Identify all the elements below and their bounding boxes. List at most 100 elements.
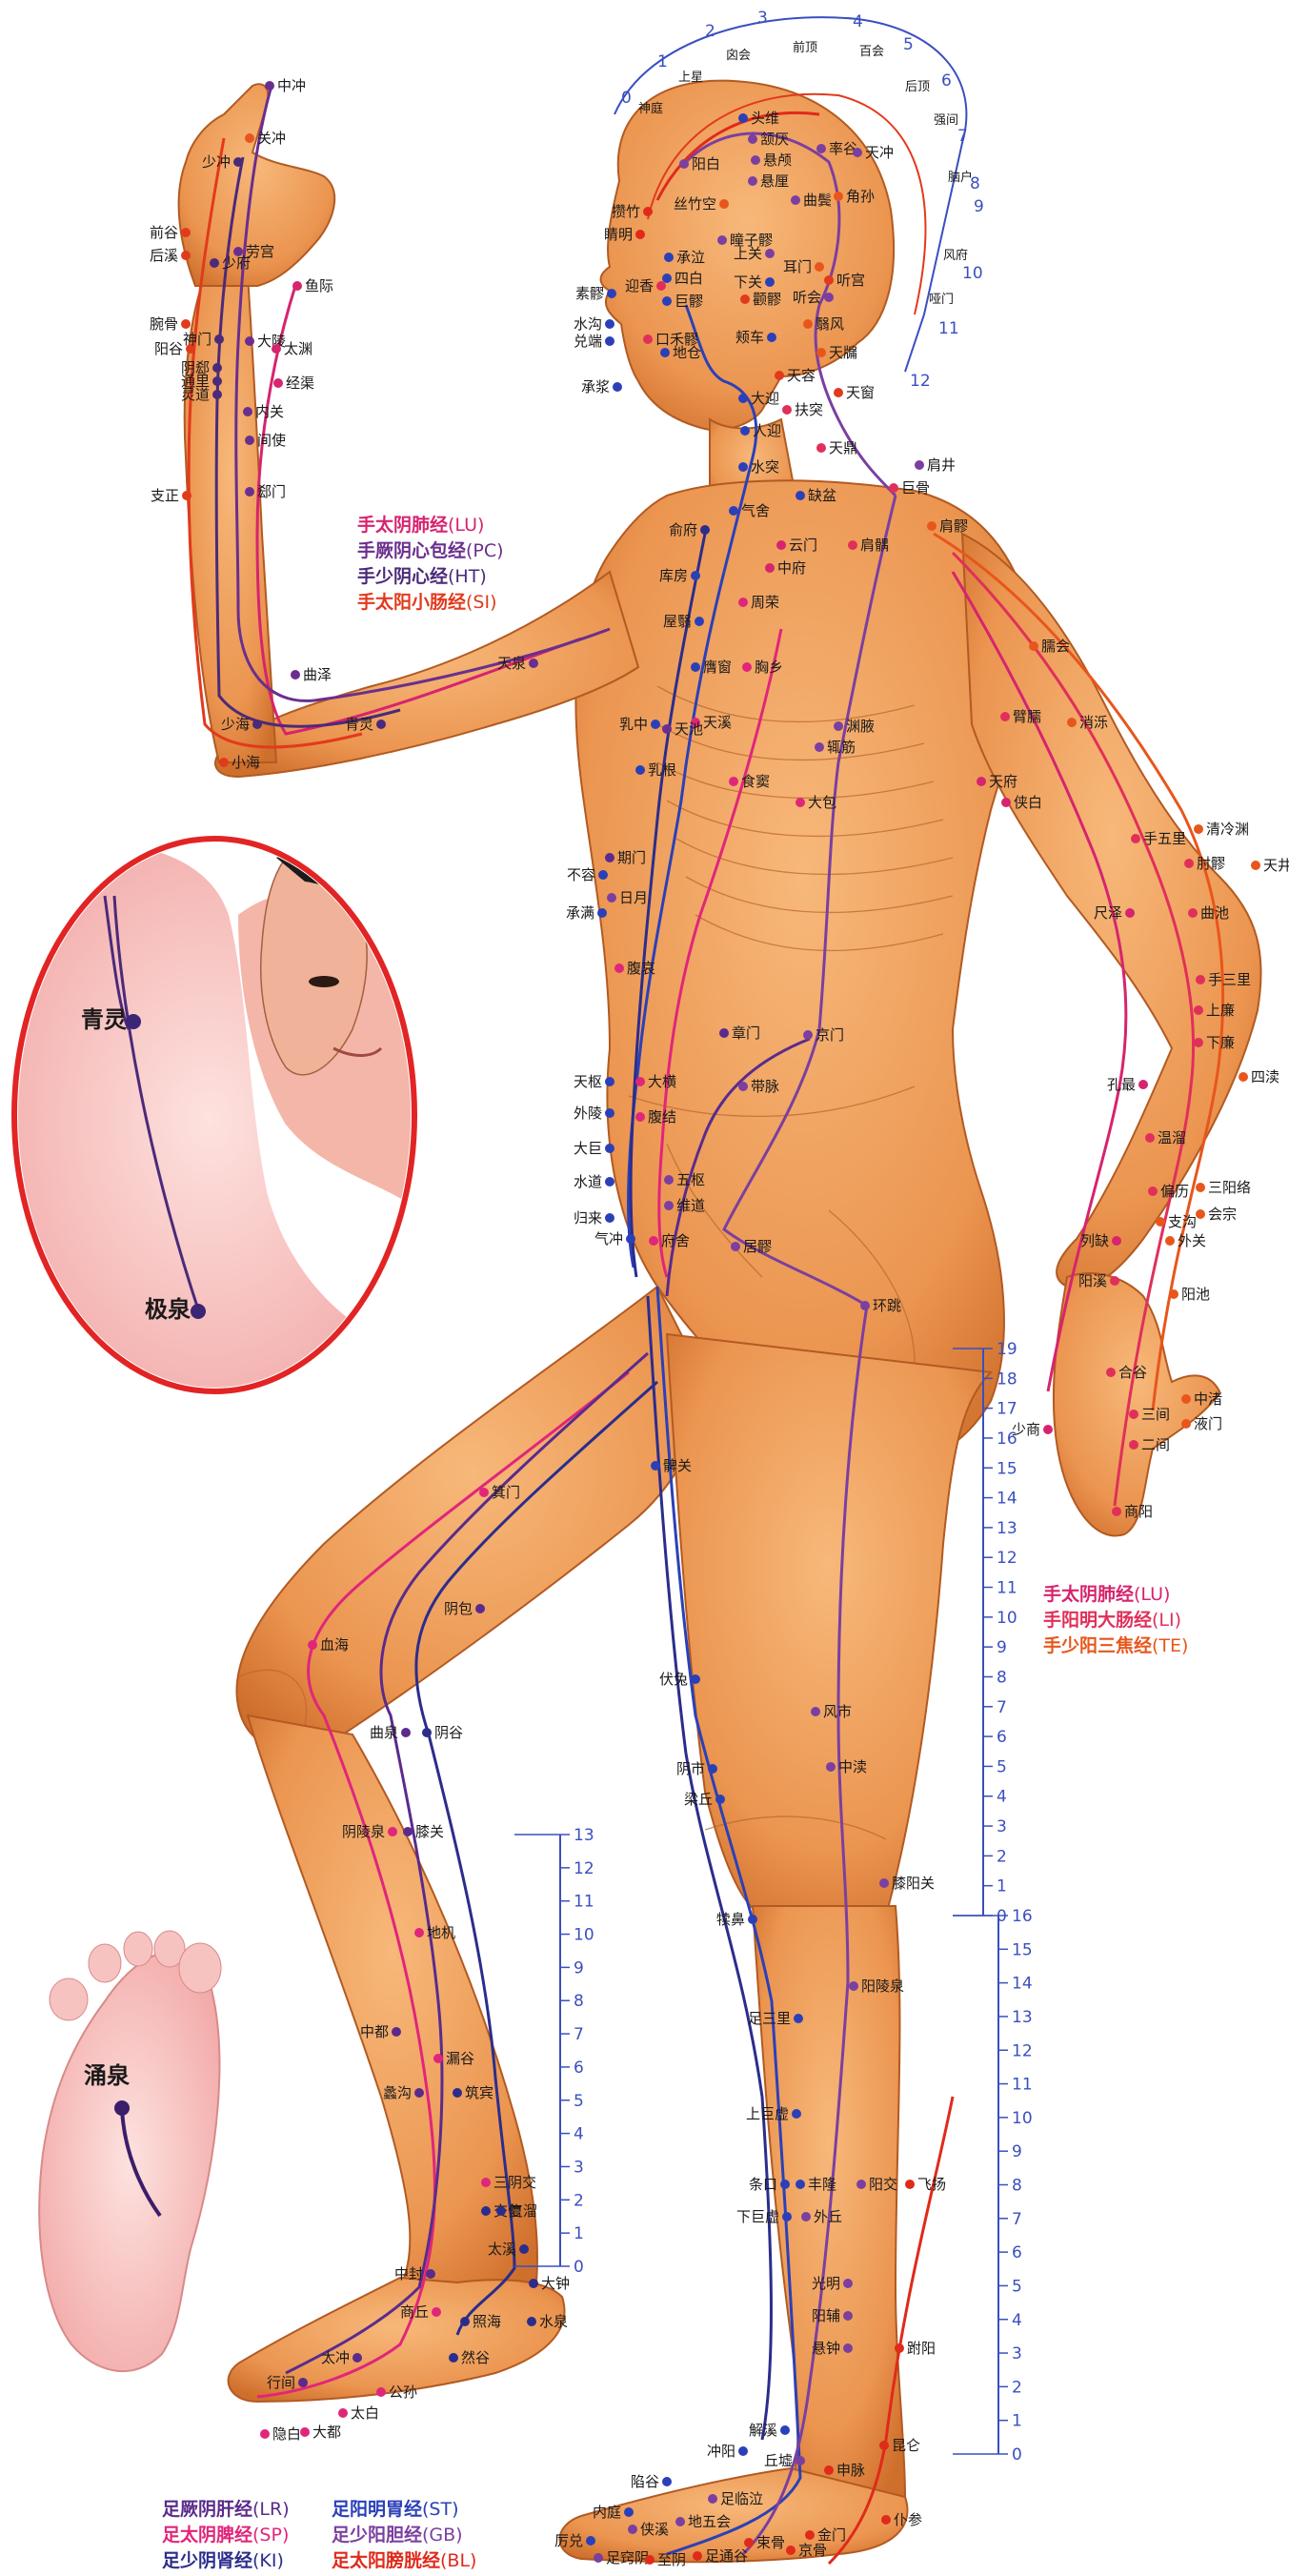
acupoint-dot	[651, 720, 660, 729]
acupoint-label: 颧髎	[753, 291, 781, 308]
acupoint-label: 肘髎	[1197, 855, 1225, 872]
acupoint-label: 陷谷	[631, 2473, 659, 2490]
acupoint-label: 犊鼻	[716, 1911, 745, 1928]
acupoint-label: 少海	[221, 716, 250, 733]
legend-meridian-abbr: (BL)	[440, 2550, 476, 2571]
head-scale-label: 神庭	[638, 101, 663, 116]
acupoint-dot	[388, 1827, 397, 1836]
acupoint-label: 悬钟	[812, 2340, 840, 2357]
acupoint-dot	[815, 262, 824, 272]
acupoint-label: 郄门	[257, 483, 286, 500]
acupoint-dot	[738, 2446, 748, 2456]
acupoint-label: 太白	[351, 2404, 379, 2422]
acupoint-dot	[915, 460, 924, 470]
acupoint-dot	[401, 1728, 411, 1737]
acupoint-label: 膺窗	[703, 659, 732, 676]
acupoint-dot	[664, 1201, 674, 1210]
acupoint-dot	[803, 319, 813, 329]
legend-meridian-name: 足太阴脾经	[162, 2525, 252, 2546]
acupoint-dot	[849, 1981, 858, 1991]
acupoint-dot	[422, 1728, 432, 1737]
acupoint-label: 束骨	[756, 2534, 785, 2551]
legend-entry: 手太阴肺经(LU)	[357, 513, 504, 538]
acupoint-label: 三阴交	[493, 2174, 536, 2191]
acupoint-dot	[607, 289, 616, 298]
acupoint: 承浆	[581, 378, 622, 396]
acupoint-dot	[879, 1878, 889, 1888]
acupoint-label: 库房	[659, 567, 688, 584]
legend-meridian-abbr: (LU)	[448, 515, 484, 536]
acupoint-label: 天窗	[846, 384, 875, 401]
acupoint-label: 神门	[183, 331, 211, 348]
scale-number: 10	[997, 1609, 1017, 1628]
acupoint-dot	[805, 2530, 815, 2540]
acupoint-label: 水泉	[539, 2313, 568, 2330]
acupoint-dot	[782, 2212, 792, 2221]
acupoint-dot	[848, 540, 857, 550]
acupoint-label: 天枢	[574, 1073, 602, 1090]
acupoint-label: 地五会	[688, 2513, 731, 2530]
acupoint-label: 光明	[812, 2275, 840, 2292]
acupoint-label: 少商	[1012, 1421, 1040, 1438]
acupoint-dot	[1110, 1276, 1119, 1286]
acupoint-dot	[1029, 641, 1038, 651]
acupoint-dot	[853, 148, 862, 157]
acupoint-dot	[717, 235, 727, 245]
acupoint-dot	[889, 483, 898, 493]
acupoint-dot	[1196, 975, 1205, 984]
legend-meridian-abbr: (LR)	[252, 2499, 290, 2520]
acupoint: 孔最	[1107, 1076, 1148, 1093]
scale-number: 12	[1012, 2041, 1033, 2060]
acupoint-label: 外丘	[814, 2208, 842, 2225]
acupoint-label: 气冲	[594, 1230, 623, 1247]
acupoint-dot	[651, 1461, 660, 1471]
acupoint-dot	[212, 363, 222, 373]
acupoint-label: 臂臑	[1013, 708, 1041, 725]
acupoint-dot	[662, 296, 672, 306]
acupoint-dot	[695, 617, 704, 626]
acupoint-dot	[740, 294, 750, 304]
acupoint-label: 隐白	[272, 2425, 301, 2443]
acupoint-label: 天府	[989, 773, 1017, 790]
acupoint-dot	[214, 335, 224, 344]
acupoint-dot	[691, 662, 700, 672]
scale-number: 0	[1012, 2445, 1022, 2464]
legend-leg-right: 足阳明胃经(ST)足少阳胆经(GB)足太阳膀胱经(BL)	[332, 2497, 476, 2574]
acupoint-dot	[527, 2317, 536, 2326]
acupoint-dot	[300, 2427, 310, 2437]
legend-entry: 手少阳三焦经(TE)	[1043, 1633, 1188, 1659]
acupoint-dot	[1194, 1005, 1203, 1015]
acupoint-label: 合谷	[1118, 1364, 1147, 1381]
acupoint-label: 京门	[816, 1026, 844, 1044]
acupoint-dot	[826, 1762, 836, 1772]
legend-meridian-abbr: (SI)	[466, 592, 497, 613]
acupoint-label: 箕门	[492, 1484, 520, 1501]
acupoint-label: 屋翳	[663, 613, 692, 630]
scale-number: 2	[997, 1847, 1007, 1866]
acupoint-label: 太溪	[488, 2241, 516, 2258]
acupoint-dot	[519, 2244, 529, 2254]
scale-number: 11	[1012, 2076, 1033, 2095]
acupoint-dot	[449, 2353, 458, 2363]
acupoint-label: 丝竹空	[674, 195, 716, 213]
acupoint: 阳池	[1169, 1286, 1210, 1303]
acupoint-label: 膝关	[415, 1823, 444, 1840]
legend-meridian-abbr: (KI)	[252, 2550, 284, 2571]
acupoint-label: 肩井	[927, 456, 956, 474]
acupoint-label: 听会	[793, 289, 821, 306]
legend-arm-yang: 手太阴肺经(LU)手阳明大肠经(LI)手少阳三焦经(TE)	[1043, 1582, 1188, 1659]
scale-number: 5	[997, 1757, 1007, 1776]
acupoint-dot	[751, 155, 760, 165]
acupoint-label: 肩髃	[860, 537, 889, 554]
acupoint-dot	[643, 207, 653, 216]
head-scale-number: 0	[621, 89, 632, 108]
legend-meridian-name: 手少阴心经	[357, 566, 448, 587]
acupoint-label: 阴谷	[434, 1724, 463, 1741]
acupoint-dot	[219, 758, 229, 767]
acupoint-dot	[392, 2027, 401, 2037]
legend-entry: 足少阳胆经(GB)	[332, 2523, 476, 2548]
head-scale-number: 9	[974, 197, 984, 216]
acupoint-dot	[481, 2206, 491, 2216]
acupoint-dot	[182, 491, 191, 500]
legend-meridian-name: 手太阴肺经	[357, 515, 448, 536]
